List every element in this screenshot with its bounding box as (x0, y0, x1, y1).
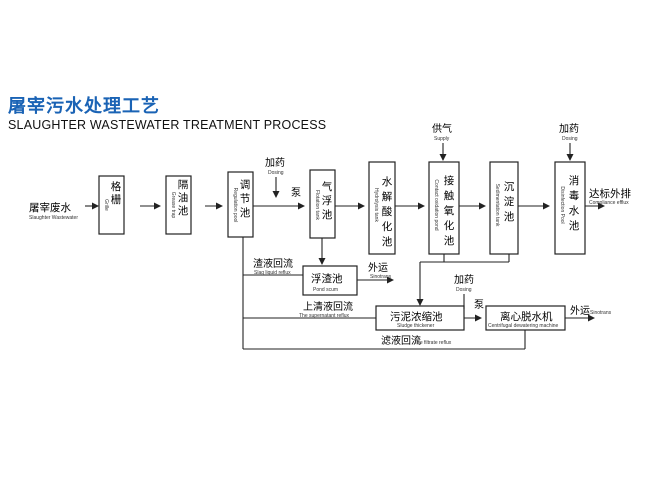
label-char: 隔 (178, 179, 189, 191)
pond-scum-label-en: Pond scum (313, 287, 338, 293)
centrifuge-label: 离心脱水机 (500, 310, 553, 323)
label-char: 油 (178, 191, 189, 204)
label-char: 池 (240, 206, 251, 219)
label-char: 触 (444, 189, 455, 202)
grille-label: 格栅 (111, 180, 122, 206)
grille-box: 格栅 Grille (98, 175, 125, 235)
label-char: 酸 (382, 205, 393, 218)
supernatant-label: 上清液回流 (303, 300, 353, 313)
slag-reflux-label-en: Slag liquid reflux (254, 270, 291, 276)
label-char: 浮 (322, 195, 333, 207)
contact-oxidation-label: 接触氧化池 (444, 174, 455, 247)
dosing-label-1: 加药 (265, 157, 285, 169)
regulation-pool-label: 调节池 (240, 179, 251, 219)
filtrate-label: 滤液回流 (381, 334, 421, 347)
supply-label: 供气 (432, 122, 452, 135)
label-char: 消 (569, 174, 580, 187)
pump-label-2: 泵 (474, 299, 484, 311)
flotation-tank-label: 气浮池 (322, 180, 333, 221)
output-label-en: Compliance efflux (589, 200, 629, 206)
label-char: 池 (569, 219, 580, 232)
dosing-label-3: 加药 (454, 274, 474, 286)
label-char: 水 (569, 205, 580, 217)
sedimentation-tank-label: 沉淀池 (504, 180, 515, 223)
label-char: 池 (444, 234, 455, 247)
label-char: 池 (322, 208, 333, 221)
label-char: 沉 (504, 180, 515, 193)
output-label: 达标外排 (589, 187, 631, 200)
regulation-pool-box: 调节池 Regulation pool (227, 171, 254, 238)
grease-trap-label-en: Grease trap (170, 192, 176, 219)
label-char: 气 (322, 180, 333, 193)
hydrolysis-tank-box: 水解酸化池 Hydrolysis tank (368, 161, 396, 255)
pond-scum-label: 浮渣池 (311, 272, 343, 285)
disinfection-pool-label: 消毒水池 (569, 174, 580, 232)
grille-label-en: Grille (103, 199, 109, 211)
hydrolysis-tank-label-en: Hydrolysis tank (373, 188, 379, 222)
ship-label-1: 外运 (368, 262, 388, 274)
sludge-thickener-box: 污泥浓缩池 Sludge thickener (375, 305, 465, 331)
filtrate-label-en: The filtrate reflux (414, 340, 452, 346)
label-char: 池 (382, 235, 393, 248)
label-char: 解 (382, 190, 393, 203)
ship-label-2-en: Sinotrans (590, 310, 612, 316)
dosing-label-2-en: Dosing (562, 136, 578, 142)
sludge-thickener-label-en: Sludge thickener (397, 323, 435, 329)
label-char: 化 (444, 219, 455, 232)
regulation-pool-label-en: Regulation pool (232, 188, 238, 223)
centrifuge-label-en: Centrifugal dewatering machine (488, 323, 559, 329)
label-char: 接 (444, 174, 455, 187)
disinfection-pool-label-en: Disinfection Pool (559, 186, 565, 223)
label-char: 淀 (504, 195, 515, 208)
label-char: 调 (240, 179, 251, 191)
contact-oxidation-box: 接触氧化池 Contact oxidation pond (428, 161, 460, 255)
ship-label-1-en: Sinotrans (370, 274, 392, 280)
supply-label-en: Supply (434, 136, 450, 142)
page-title: 屠宰污水处理工艺 (8, 96, 160, 117)
label-char: 节 (240, 193, 251, 205)
label-char: 水 (382, 176, 393, 188)
dosing-label-2: 加药 (559, 123, 579, 135)
dosing-label-3-en: Dosing (456, 287, 472, 293)
input-label: 屠宰废水 (29, 201, 71, 214)
sedimentation-tank-box: 沉淀池 Sedimentation tank (489, 161, 519, 255)
ship-label-2: 外运 (570, 305, 590, 317)
grease-trap-label: 隔油池 (178, 179, 189, 217)
label-char: 毒 (569, 189, 580, 202)
pond-scum-box: 浮渣池 Pond scum (302, 265, 358, 296)
supernatant-label-en: The supernatant reflux (299, 313, 350, 319)
centrifuge-box: 离心脱水机 Centrifugal dewatering machine (485, 305, 566, 331)
flotation-tank-label-en: Flotation tank (314, 190, 320, 221)
disinfection-pool-box: 消毒水池 Disinfection Pool (554, 161, 586, 255)
hydrolysis-tank-label: 水解酸化池 (382, 176, 393, 248)
input-label-en: Slaughter Wastewater (29, 215, 78, 221)
sludge-thickener-label: 污泥浓缩池 (390, 310, 443, 323)
flotation-tank-box: 气浮池 Flotation tank (309, 169, 336, 239)
label-char: 栅 (111, 193, 122, 206)
dosing-label-1-en: Dosing (268, 170, 284, 176)
label-char: 池 (178, 204, 189, 217)
contact-oxidation-label-en: Contact oxidation pond (433, 179, 439, 230)
page-subtitle: SLAUGHTER WASTEWATER TREATMENT PROCESS (8, 118, 327, 132)
label-char: 化 (382, 220, 393, 233)
label-char: 氧 (444, 204, 455, 217)
label-char: 池 (504, 210, 515, 223)
sedimentation-tank-label-en: Sedimentation tank (494, 184, 500, 227)
pump-label-1: 泵 (291, 187, 301, 199)
slag-reflux-label: 渣液回流 (253, 257, 293, 270)
grease-trap-box: 隔油池 Grease trap (165, 175, 192, 235)
label-char: 格 (111, 180, 122, 193)
